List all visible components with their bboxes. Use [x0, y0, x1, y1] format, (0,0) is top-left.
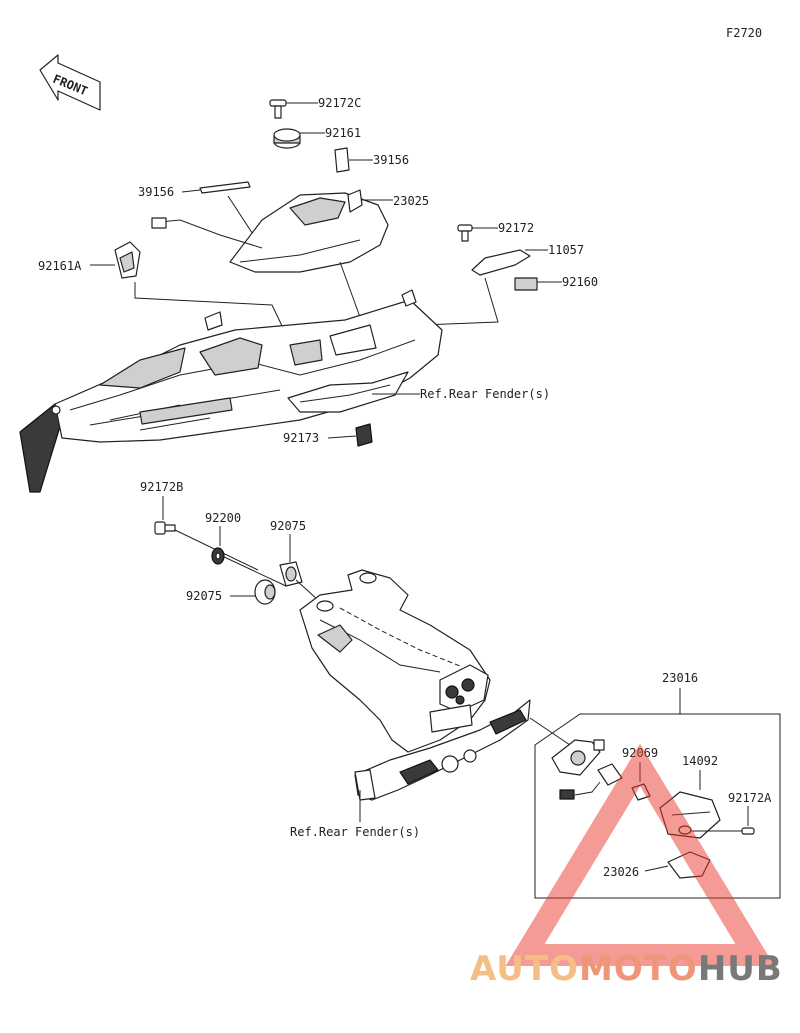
- watermark-moto: MOTO: [579, 949, 698, 989]
- grommet-92161a-inner: [119, 251, 135, 273]
- socket-housing-icon: [551, 739, 605, 776]
- screw-92172c-icon: [269, 99, 287, 119]
- pad-39156-icon: [334, 147, 350, 173]
- washer-92200-icon: [211, 547, 225, 565]
- callout-92172b: 92172B: [140, 480, 183, 494]
- rear-fender-front-piece: [287, 371, 409, 413]
- strip-39156-icon: [199, 181, 251, 194]
- bolt-92172b-icon: [154, 521, 176, 535]
- callout-11057: 11057: [548, 243, 584, 257]
- clip-92173-icon: [355, 423, 373, 447]
- bulb-92069-icon: [631, 783, 651, 801]
- callout-92160: 92160: [562, 275, 598, 289]
- svg-text:AUTOMOTOHUB: AUTOMOTOHUB: [470, 949, 783, 989]
- callout-14092: 14092: [682, 754, 718, 768]
- bracket-23026-icon: [667, 851, 711, 879]
- watermark-logo: AUTOMOTOHUB: [470, 743, 783, 989]
- callout-23016: 23016: [662, 671, 698, 685]
- callout-23026: 23026: [603, 865, 639, 879]
- callout-92172c: 92172C: [318, 96, 361, 110]
- callout-23025: 23025: [393, 194, 429, 208]
- grommet-92161-icon: [273, 128, 301, 149]
- callout-92069: 92069: [622, 746, 658, 760]
- assembly-box-23016: [534, 713, 781, 899]
- callout-92161: 92161: [325, 126, 361, 140]
- watermark-auto: AUTO: [470, 949, 579, 989]
- rear-fender-bracket: [299, 569, 491, 753]
- front-arrow-icon: FRONT: [39, 54, 101, 111]
- callout-39156-left: 39156: [138, 185, 174, 199]
- screw-92172-icon: [457, 224, 473, 242]
- damper-92075-lower-icon: [254, 579, 276, 605]
- callout-92075-lower: 92075: [186, 589, 222, 603]
- callout-92075-upper: 92075: [270, 519, 306, 533]
- rear-fender-lower: [354, 699, 531, 801]
- callout-92172a: 92172A: [728, 791, 772, 805]
- callout-ref-rear-fender-1: Ref.Rear Fender(s): [420, 387, 550, 401]
- lens-cover-14092-icon: [659, 791, 721, 839]
- callout-92173: 92173: [283, 431, 319, 445]
- pad-92160-icon: [514, 277, 538, 291]
- seat-cowl-23025: [229, 189, 389, 273]
- callout-ref-rear-fender-2: Ref.Rear Fender(s): [290, 825, 420, 839]
- wire-harness: [159, 219, 263, 249]
- callout-92200: 92200: [205, 511, 241, 525]
- watermark-hub: HUB: [698, 949, 783, 989]
- callout-92161a: 92161A: [38, 259, 82, 273]
- screw-92172a-icon: [690, 827, 755, 835]
- callout-39156-right: 39156: [373, 153, 409, 167]
- leader-line: [421, 277, 499, 326]
- connector-icon: [151, 217, 167, 229]
- bulb-socket-icon: [559, 763, 623, 800]
- bracket-11057-icon: [471, 249, 531, 276]
- figure-code: F2720: [726, 26, 762, 40]
- callout-92172: 92172: [498, 221, 534, 235]
